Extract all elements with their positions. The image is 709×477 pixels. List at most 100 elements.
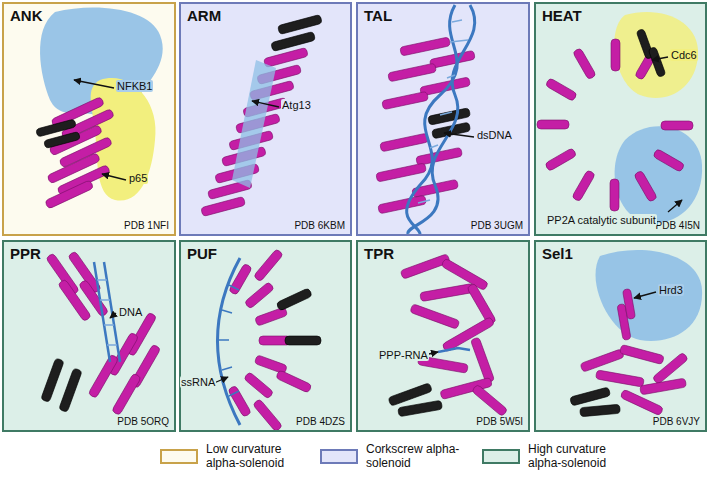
panel-ground (179, 2, 352, 236)
molecule-label: PP2A catalytic subunit (546, 214, 657, 226)
pdb-id: PDB 5W5I (476, 416, 523, 427)
tal-structure (378, 195, 427, 214)
ppr-structure (112, 373, 142, 416)
ppr-structure (107, 344, 117, 346)
puf-structure (222, 310, 232, 313)
heat-structure (653, 149, 685, 173)
pdb-id: PDB 6VJY (653, 416, 700, 427)
molecule-label: Hrd3 (658, 284, 684, 296)
molecule-label: dsDNA (476, 129, 513, 141)
sel1-structure (596, 250, 703, 341)
structure-panel: ANK PDB 1NFI (2, 2, 176, 236)
tal-structure (418, 200, 430, 203)
legend-swatch (160, 449, 198, 464)
tal-structure (376, 163, 427, 182)
heat-structure (537, 120, 569, 129)
tal-structure (418, 20, 468, 203)
molecule-label: PPP-RNA (378, 349, 429, 361)
heat-structure (573, 48, 597, 80)
panel-ground (2, 2, 176, 236)
leader-arrow (74, 57, 682, 383)
tpr-structure (470, 337, 494, 383)
panel-title: Sel1 (542, 245, 573, 262)
molecule-label: DNA (118, 306, 143, 318)
leader-arrow (444, 133, 474, 137)
legend-text: Corkscrew alpha-solenoid (366, 442, 466, 470)
ppr-structure (97, 279, 107, 281)
tal-structure (430, 145, 438, 148)
molecule-label: p65 (128, 172, 148, 184)
puf-structure (229, 285, 239, 290)
pdb-id: PDB 6KBM (294, 220, 345, 231)
pdb-id: PDB 3UGM (471, 220, 523, 231)
sel1-structure (622, 289, 635, 320)
puf-structure (218, 258, 241, 425)
pdb-id: PDB 1NFI (124, 220, 169, 231)
puf-structure (228, 385, 252, 417)
ank-structure (91, 78, 156, 200)
heat-structure (648, 47, 666, 78)
arm-structure (271, 31, 316, 51)
structure-panel: TAL PDB 3UGM (356, 2, 530, 236)
ank-structure (44, 131, 81, 148)
tal-structure (408, 5, 475, 234)
heat-structure (545, 148, 577, 172)
leader-arrow (634, 292, 656, 298)
tpr-structure (438, 348, 470, 352)
panel-title: PUF (187, 245, 217, 262)
arm-structure (232, 60, 276, 188)
arm-structure (201, 14, 323, 216)
sel1-structure (595, 370, 644, 387)
panel-ground (356, 240, 530, 432)
ppr-structure (59, 368, 83, 412)
sel1-structure (570, 387, 611, 406)
sel1-structure (570, 250, 702, 417)
molecule-label: NFKB1 (116, 80, 153, 92)
ppr-structure (100, 299, 110, 301)
arm-structure (277, 14, 322, 34)
structure-panel: TPR PDB 5W5I (356, 240, 530, 432)
ppr-structure (97, 280, 117, 345)
heat-structure (661, 121, 693, 130)
tal-structure (440, 112, 452, 115)
tpr-structure (388, 254, 508, 417)
pdb-id: PDB 4DZS (296, 416, 345, 427)
tal-structure (376, 5, 476, 234)
structure-panel: Sel1PDB 6VJY (534, 240, 707, 432)
panel-ground (179, 240, 352, 432)
leader-arrow (102, 174, 126, 180)
ppr-structure (104, 324, 114, 326)
puf-structure (222, 367, 232, 370)
tpr-structure (398, 400, 443, 417)
tal-structure (380, 133, 429, 152)
puf-structure (253, 399, 283, 432)
panel-ground (356, 2, 530, 236)
puf-structure (218, 249, 322, 432)
sel1-structure (580, 404, 621, 416)
tal-structure (407, 5, 458, 234)
puf-structure (253, 249, 283, 282)
puf-structure (285, 336, 321, 345)
heat-structure (545, 78, 577, 102)
structure-panel: HEATPDB 4I5N (534, 2, 707, 236)
panel-title: PPR (10, 245, 41, 262)
panel-title: TPR (364, 245, 394, 262)
tal-structure (429, 50, 475, 68)
sel1-structure (619, 344, 664, 364)
heat-structure (611, 39, 620, 71)
puf-structure (276, 288, 312, 311)
pdb-id: PDB 4I5N (656, 220, 700, 231)
tpr-structure (420, 283, 475, 301)
structure-panel: PPRPDB 5ORQ (2, 240, 176, 432)
tpr-structure (410, 304, 460, 330)
tal-structure (382, 91, 429, 109)
arm-structure (201, 196, 246, 216)
leader-arrow (252, 101, 279, 107)
molecule-label: ssRNA (180, 376, 216, 388)
heat-structure (634, 170, 658, 202)
panel-title: ANK (10, 7, 43, 24)
panel-title: TAL (364, 7, 392, 24)
tal-structure (447, 75, 455, 78)
